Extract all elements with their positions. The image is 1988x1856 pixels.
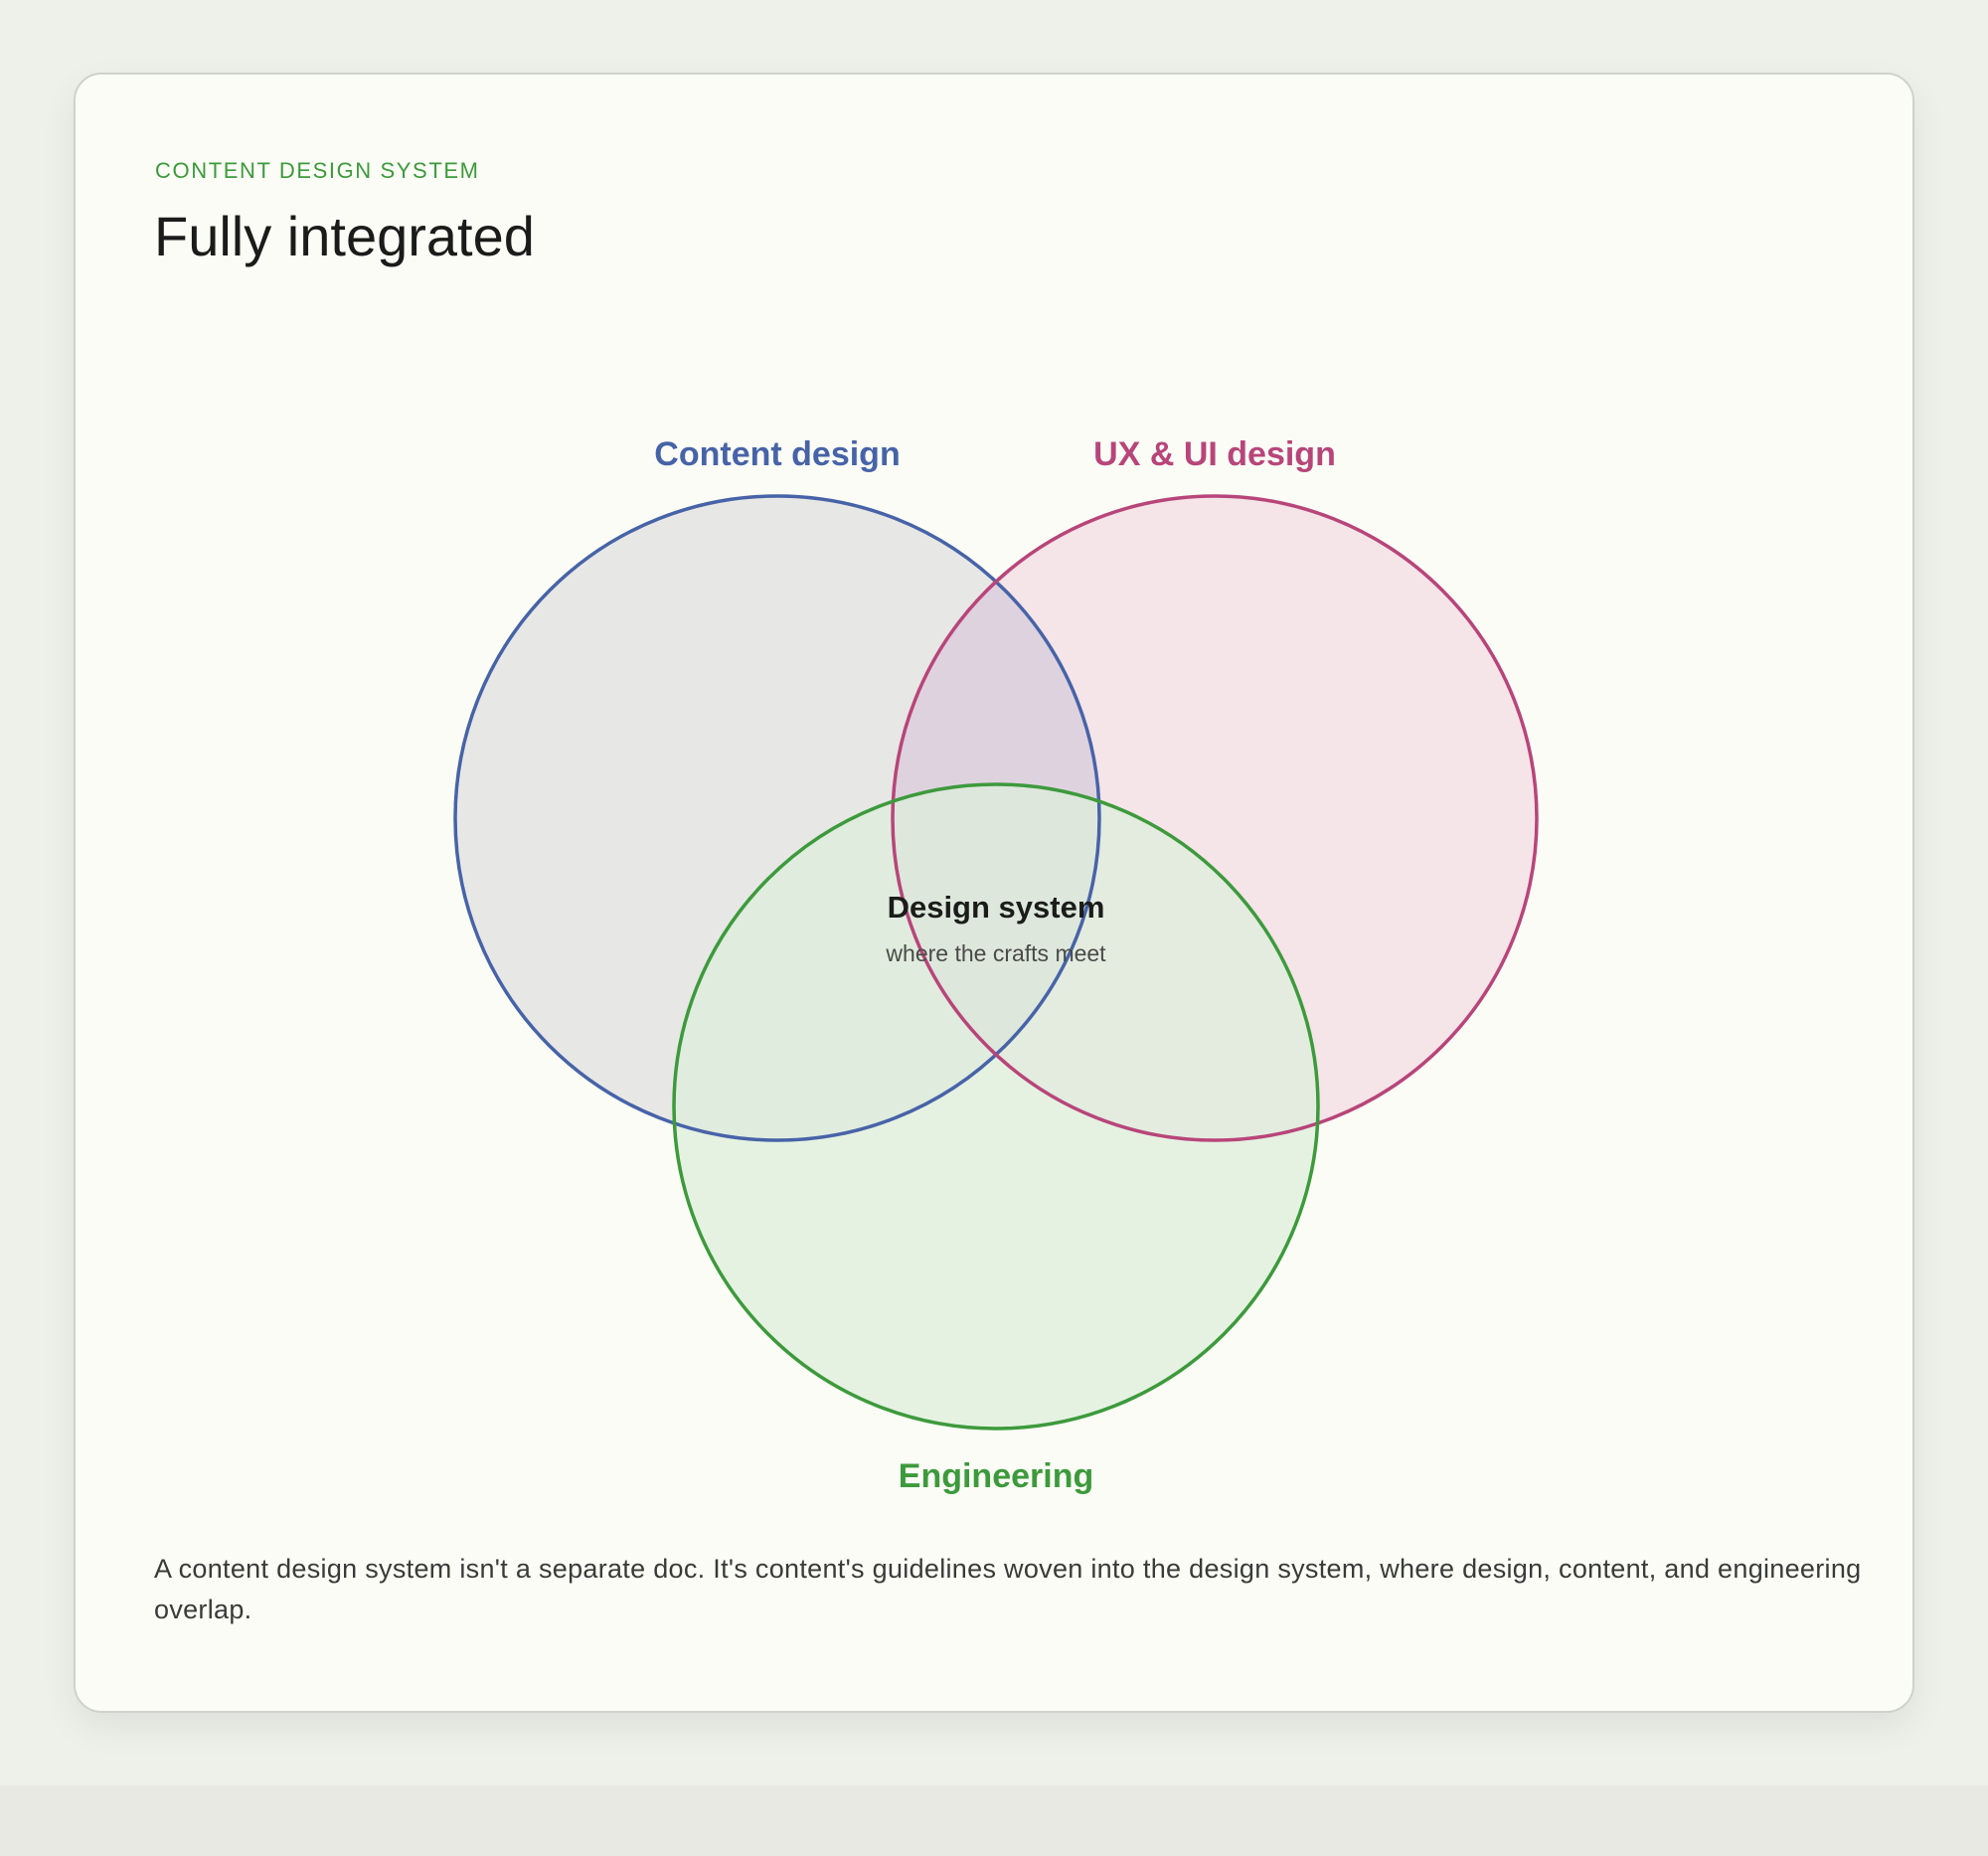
- content-design-circle: [453, 494, 1101, 1142]
- engineering-circle: [672, 782, 1320, 1431]
- page-footer-band: [0, 1785, 1988, 1856]
- content-design-label: Content design: [654, 435, 900, 473]
- page-title: Fully integrated: [154, 205, 535, 267]
- center-subtitle: where the crafts meet: [885, 940, 1106, 966]
- engineering-circle-fill: [674, 784, 1318, 1429]
- ux-ui-design-circle: [891, 494, 1539, 1142]
- eyebrow-label: CONTENT DESIGN SYSTEM: [155, 158, 480, 183]
- content-card: CONTENT DESIGN SYSTEM Fully integrated C…: [74, 73, 1914, 1713]
- ux-ui-design-label: UX & UI design: [1093, 435, 1336, 473]
- center-title: Design system: [888, 890, 1105, 925]
- engineering-label: Engineering: [899, 1457, 1093, 1495]
- venn-diagram: Content design UX & UI design Engineerin…: [453, 435, 1539, 1495]
- description-text: A content design system isn't a separate…: [154, 1554, 1862, 1624]
